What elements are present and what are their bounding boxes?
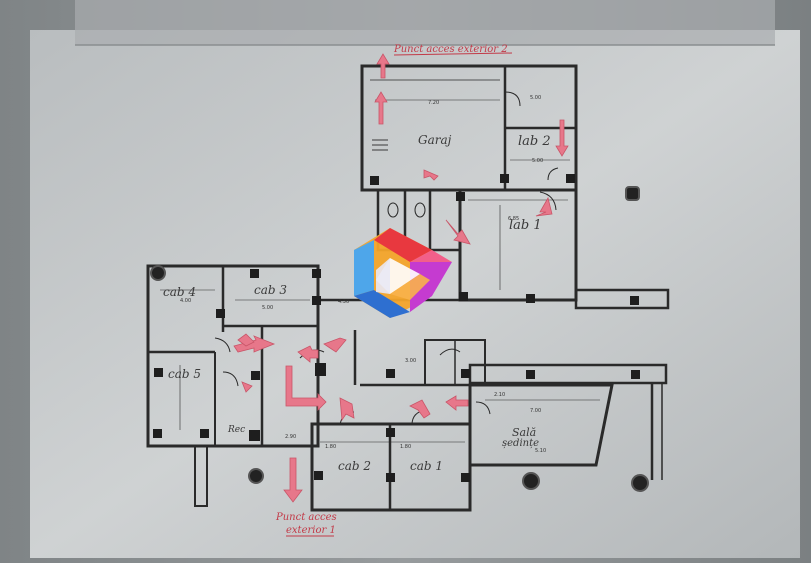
- arrow-up-icon: [376, 53, 390, 79]
- exit-2-underline: [393, 52, 513, 56]
- meeting-room-block: [468, 363, 668, 480]
- dimension-text: 4.30: [338, 299, 349, 305]
- room-label-cab5: cab 5: [168, 367, 201, 381]
- round-markers: [150, 186, 649, 492]
- dimension-labels: 7.20 5.00 6.85 5.00 4.00 5.00 4.30 7.00 …: [180, 95, 546, 454]
- arrow-up-icon: [374, 91, 388, 125]
- exit-2-label: Punct acces exterior 2: [393, 44, 508, 55]
- arrow-icon: [237, 333, 255, 347]
- room-label-garaj: Garaj: [418, 133, 452, 147]
- arrow-down-icon: [555, 119, 569, 157]
- dimension-text: 6.85: [508, 216, 519, 222]
- arrow-icon: [423, 169, 439, 181]
- room-label-cab2: cab 2: [338, 459, 371, 473]
- dimension-text: 5.00: [262, 305, 273, 311]
- paper-fold-strip: [75, 0, 775, 45]
- dimension-text: 5.10: [535, 448, 546, 454]
- garage-stairs: [372, 139, 388, 151]
- room-label-rec: Rec: [227, 425, 245, 435]
- dimension-text: 1.80: [325, 444, 336, 450]
- dimension-text: 1.80: [400, 444, 411, 450]
- dimension-text: 2.10: [494, 392, 505, 398]
- arrow-icon: [409, 399, 431, 419]
- room-label-lab2: lab 2: [518, 134, 551, 149]
- arrow-right-icon: [233, 335, 276, 353]
- dimension-text: 7.20: [428, 100, 439, 106]
- dimension-text: 3.00: [405, 358, 416, 364]
- arrow-down-icon: [283, 457, 303, 503]
- arrow-icon: [241, 381, 253, 393]
- room-label-lab1: lab 1: [509, 218, 542, 233]
- arrow-bend-icon: [285, 365, 327, 411]
- room-label-cab1: cab 1: [410, 459, 443, 473]
- arrow-left-icon: [297, 345, 319, 363]
- dimension-text: 7.00: [530, 408, 541, 414]
- lab1-block: [458, 188, 670, 310]
- dimension-text: 5.00: [530, 95, 541, 101]
- arrow-icon: [323, 337, 347, 353]
- dimension-text: 4.00: [180, 298, 191, 304]
- arrow-icon: [445, 219, 471, 245]
- exit-1-label-line1: Punct acces: [275, 512, 337, 523]
- arrow-left-icon: [445, 395, 469, 411]
- watermark-logo: [354, 228, 452, 318]
- room-label-cab3: cab 3: [254, 283, 287, 297]
- evacuation-arrows: [233, 53, 569, 503]
- arrow-icon: [339, 397, 355, 422]
- dimension-text: 5.00: [532, 158, 543, 164]
- columns: [153, 174, 640, 482]
- dimension-text: 2.90: [285, 434, 296, 440]
- exit-1-label-line2: exterior 1: [286, 525, 336, 536]
- room-label-cab4: cab 4: [163, 285, 196, 299]
- arrow-icon: [535, 196, 553, 217]
- room-label-sala-2: ședințe: [502, 438, 539, 449]
- room-label-sala-1: Sală: [512, 426, 536, 439]
